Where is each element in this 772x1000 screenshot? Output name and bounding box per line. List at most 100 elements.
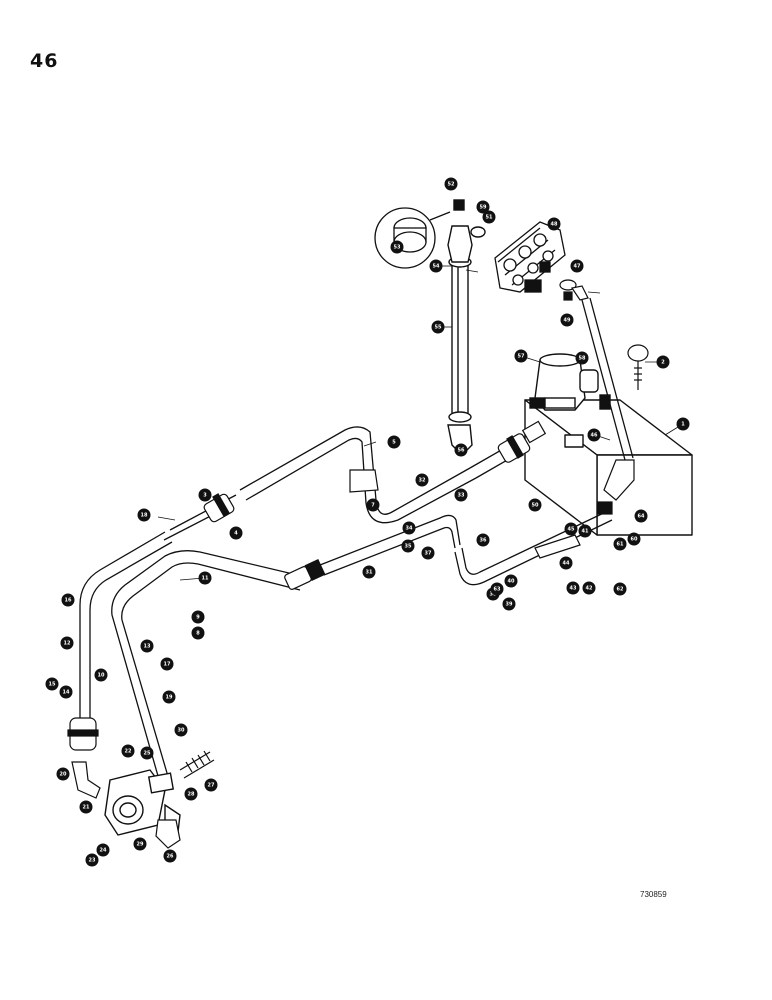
callout-circle	[362, 565, 376, 579]
callout-circle	[191, 626, 205, 640]
callout-label: 24	[100, 848, 107, 854]
valve-elbow-fitting	[559, 279, 589, 301]
callout-label: 36	[480, 538, 487, 544]
callout-circle	[133, 837, 147, 851]
callout-8: 8	[191, 626, 205, 640]
callout-circle	[162, 690, 176, 704]
callout-label: 60	[631, 537, 638, 543]
callout-circle	[613, 537, 627, 551]
callout-label: 20	[60, 772, 67, 778]
callout-label: 21	[83, 805, 90, 811]
callout-circle	[421, 546, 435, 560]
callout-label: 23	[89, 858, 96, 864]
callout-63: 63	[490, 582, 504, 596]
return-bracket	[534, 534, 581, 559]
callout-circle	[444, 177, 458, 191]
callout-1: 1	[676, 417, 690, 431]
callout-32: 32	[415, 473, 429, 487]
callout-label: 61	[617, 542, 624, 548]
callout-circle	[627, 532, 641, 546]
callout-7: 7	[366, 498, 380, 512]
callout-11: 11	[198, 571, 212, 585]
callout-47: 47	[570, 259, 584, 273]
callout-circle	[60, 636, 74, 650]
callout-label: 16	[65, 598, 72, 604]
callout-label: 35	[405, 544, 412, 550]
hydraulic-line-valve-to-tank	[581, 297, 634, 461]
callout-26: 26	[163, 849, 177, 863]
callout-label: 50	[532, 503, 539, 509]
callout-circle	[204, 778, 218, 792]
callout-circle	[429, 259, 443, 273]
drive-shaft-coupling	[179, 750, 215, 779]
callout-label: 2	[661, 360, 665, 366]
callout-label: 44	[563, 561, 570, 567]
hydraulic-line-return	[454, 509, 613, 586]
callout-57: 57	[514, 349, 528, 363]
callout-41: 41	[578, 524, 592, 538]
callout-label: 14	[63, 690, 70, 696]
callout-label: 57	[518, 354, 525, 360]
callout-label: 58	[579, 356, 586, 362]
callout-12: 12	[60, 636, 74, 650]
callout-label: 19	[166, 695, 173, 701]
callout-17: 17	[160, 657, 174, 671]
callout-circle	[96, 843, 110, 857]
callout-label: 48	[551, 222, 558, 228]
callout-circle	[564, 522, 578, 536]
callout-label: 45	[568, 527, 575, 533]
callout-62: 62	[613, 582, 627, 596]
callout-circle	[137, 508, 151, 522]
callout-label: 63	[494, 587, 501, 593]
hydraulic-line-31	[319, 514, 461, 576]
pipe-clamp	[349, 469, 379, 493]
callout-label: 28	[188, 792, 195, 798]
callout-circle	[566, 581, 580, 595]
callout-5: 5	[387, 435, 401, 449]
callout-53: 53	[390, 240, 404, 254]
callout-55: 55	[431, 320, 445, 334]
callout-14: 14	[59, 685, 73, 699]
callout-34: 34	[402, 521, 416, 535]
callout-36: 36	[476, 533, 490, 547]
callout-circle	[59, 685, 73, 699]
callout-circle	[482, 210, 496, 224]
callout-9: 9	[191, 610, 205, 624]
callout-circle	[656, 355, 670, 369]
callout-circle	[229, 526, 243, 540]
pump-outlet-elbow	[155, 819, 181, 849]
hydraulic-line-6	[79, 531, 173, 720]
callout-label: 12	[64, 641, 71, 647]
hose-coupling-upper	[203, 493, 235, 523]
callout-21: 21	[79, 800, 93, 814]
callout-label: 40	[508, 579, 515, 585]
callout-label: 4	[234, 531, 238, 537]
callout-circle	[454, 488, 468, 502]
callout-label: 47	[574, 264, 581, 270]
callout-label: 18	[141, 513, 148, 519]
callout-circle	[140, 639, 154, 653]
callout-22: 22	[121, 744, 135, 758]
callout-circle	[56, 767, 70, 781]
callout-2: 2	[656, 355, 670, 369]
callout-circle	[676, 417, 690, 431]
callout-circle	[587, 428, 601, 442]
strainer-inset	[374, 207, 451, 269]
suction-tube	[447, 199, 486, 456]
callout-circle	[415, 473, 429, 487]
callout-label: 46	[591, 433, 598, 439]
callout-circle	[634, 509, 648, 523]
callout-circle	[79, 800, 93, 814]
callout-label: 43	[570, 586, 577, 592]
callout-label: 3	[203, 493, 207, 499]
callout-label: 62	[617, 587, 624, 593]
callout-52: 52	[444, 177, 458, 191]
callout-29: 29	[133, 837, 147, 851]
hose-coupling-lower	[67, 717, 99, 751]
callout-33: 33	[454, 488, 468, 502]
callout-circle	[559, 556, 573, 570]
callout-circle	[454, 443, 468, 457]
callout-label: 56	[458, 448, 465, 454]
callout-circle	[613, 582, 627, 596]
